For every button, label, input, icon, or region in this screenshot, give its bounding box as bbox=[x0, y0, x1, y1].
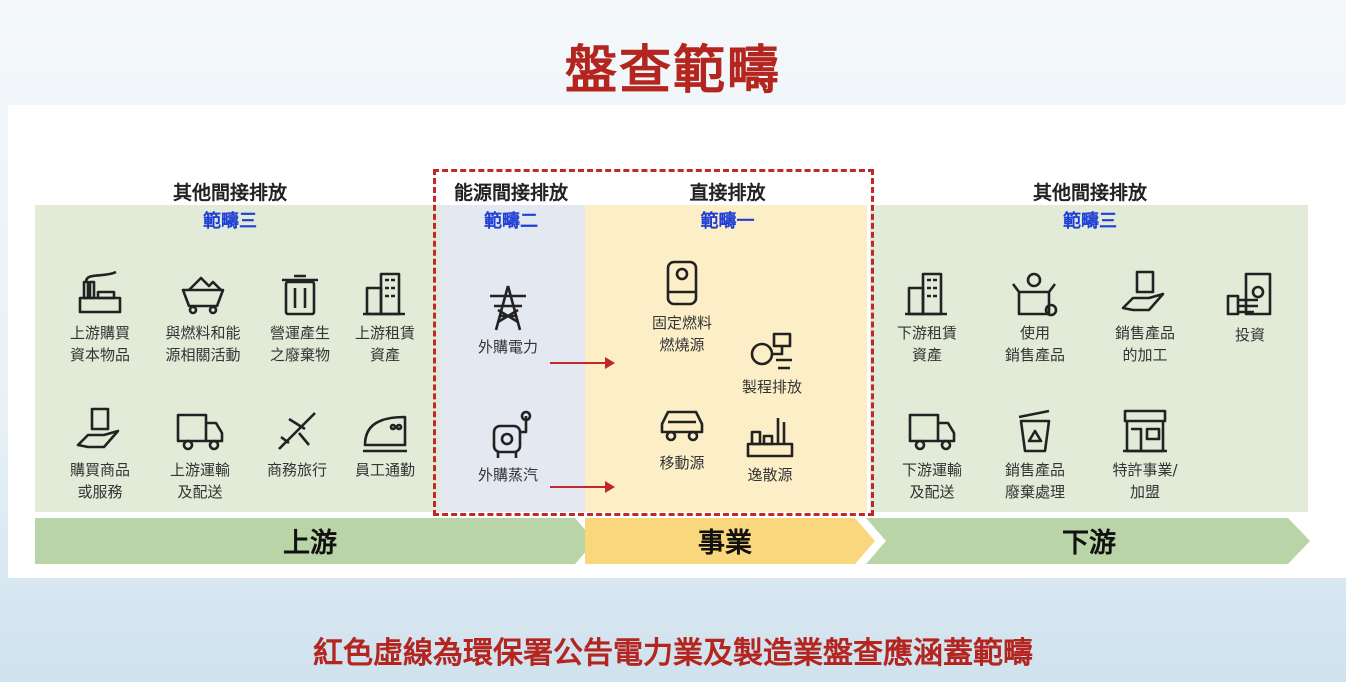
item-label: 下游租賃 資產 bbox=[896, 324, 957, 364]
upstream-item: 上游租賃 資產 bbox=[335, 268, 435, 366]
item-label: 外購蒸汽 bbox=[477, 466, 538, 484]
downstream-item: 銷售產品 的加工 bbox=[1095, 268, 1195, 366]
item-label: 製程排放 bbox=[741, 378, 802, 396]
scope1-header: 直接排放 bbox=[689, 182, 766, 204]
item-label: 商務旅行 bbox=[266, 461, 327, 479]
electricity-arrow bbox=[550, 357, 615, 369]
upstream-item: 營運產生 之廢棄物 bbox=[250, 268, 350, 366]
value-chain-arrows bbox=[35, 518, 1310, 564]
upstream-item: 上游運輸 及配送 bbox=[150, 405, 250, 503]
downstream-flow-label: 下游 bbox=[1062, 528, 1116, 559]
scope1-label: 範疇一 bbox=[700, 211, 755, 232]
downstream-item: 下游運輸 及配送 bbox=[882, 405, 982, 503]
item-label: 外購電力 bbox=[477, 338, 538, 356]
process-icon bbox=[750, 332, 792, 370]
mine-cart-icon bbox=[181, 276, 225, 315]
downstream-item: 投資 bbox=[1200, 270, 1300, 346]
upstream-header: 其他間接排放 bbox=[172, 182, 287, 204]
item-label: 逸散源 bbox=[747, 466, 793, 484]
footnote: 紅色虛線為環保署公告電力業及製造業盤查應涵蓋範疇 bbox=[313, 636, 1033, 671]
downstream-header: 其他間接排放 bbox=[1032, 182, 1147, 204]
scope1-item: 逸散源 bbox=[720, 410, 820, 486]
recycle-bin-icon bbox=[1018, 409, 1051, 453]
scope1-item: 固定燃料 燃燒源 bbox=[632, 258, 732, 356]
scope1-area bbox=[585, 205, 867, 512]
business-flow-label: 事業 bbox=[698, 528, 752, 559]
box-idea-icon bbox=[1011, 272, 1058, 317]
downstream-item: 下游租賃 資產 bbox=[877, 268, 977, 366]
business-arrow bbox=[585, 518, 875, 564]
item-label: 投資 bbox=[1234, 326, 1265, 344]
page-title: 盤查範疇 bbox=[564, 40, 781, 101]
building-icon bbox=[363, 272, 405, 316]
downstream-item: 銷售產品 廢棄處理 bbox=[985, 405, 1085, 503]
truck-icon bbox=[176, 413, 224, 451]
upstream-item: 購買商品 或服務 bbox=[50, 405, 150, 503]
train-icon bbox=[363, 415, 407, 453]
boiler-icon bbox=[666, 260, 698, 306]
upstream-scope3-area bbox=[35, 205, 440, 512]
trash-can-icon bbox=[282, 274, 318, 316]
hand-package-icon bbox=[1121, 270, 1165, 312]
regulated-scope-dashed-border bbox=[433, 169, 874, 516]
item-label: 特許事業/ 加盟 bbox=[1112, 461, 1178, 501]
item-label: 使用 銷售產品 bbox=[1004, 324, 1065, 364]
item-label: 上游運輸 及配送 bbox=[169, 461, 230, 501]
store-icon bbox=[1123, 409, 1167, 453]
scope2-header: 能源間接排放 bbox=[453, 182, 568, 204]
upstream-scope-label: 範疇三 bbox=[203, 211, 257, 232]
steam-boiler-icon bbox=[492, 410, 532, 458]
item-label: 上游購買 資本物品 bbox=[69, 324, 130, 364]
scope2-area bbox=[440, 205, 585, 512]
upstream-item: 商務旅行 bbox=[247, 405, 347, 481]
upstream-arrow bbox=[35, 518, 595, 564]
power-tower-icon bbox=[490, 285, 526, 331]
car-icon bbox=[660, 410, 704, 442]
downstream-scope3-area bbox=[870, 205, 1308, 512]
upstream-flow-label: 上游 bbox=[283, 528, 337, 559]
item-label: 下游運輸 及配送 bbox=[901, 461, 962, 501]
fugitive-icon bbox=[746, 418, 794, 458]
item-label: 上游租賃 資產 bbox=[354, 324, 415, 364]
investment-icon bbox=[1226, 272, 1272, 316]
scope2-item: 外購電力 bbox=[458, 282, 558, 358]
scope2-label: 範疇二 bbox=[484, 211, 538, 232]
item-label: 固定燃料 燃燒源 bbox=[651, 314, 712, 354]
factory-icon bbox=[78, 270, 122, 314]
upstream-item: 員工通勤 bbox=[335, 405, 435, 481]
scope1-item: 製程排放 bbox=[722, 322, 822, 398]
truck-icon bbox=[908, 413, 956, 451]
building-icon bbox=[905, 272, 947, 316]
scope1-item: 移動源 bbox=[632, 398, 732, 474]
item-label: 營運產生 之廢棄物 bbox=[269, 324, 330, 364]
downstream-item: 特許事業/ 加盟 bbox=[1095, 405, 1195, 503]
downstream-item: 使用 銷售產品 bbox=[985, 268, 1085, 366]
downstream-scope-label: 範疇三 bbox=[1063, 211, 1117, 232]
item-label: 購買商品 或服務 bbox=[69, 461, 130, 501]
downstream-arrow bbox=[866, 518, 1310, 564]
item-label: 員工通勤 bbox=[354, 461, 415, 479]
upstream-item: 上游購買 資本物品 bbox=[50, 268, 150, 366]
item-label: 移動源 bbox=[659, 454, 705, 472]
airplane-icon bbox=[278, 412, 316, 450]
scope2-item: 外購蒸汽 bbox=[458, 410, 558, 486]
item-label: 銷售產品 的加工 bbox=[1114, 324, 1175, 364]
steam-arrow bbox=[550, 481, 615, 493]
item-label: 與燃料和能 源相關活動 bbox=[165, 324, 241, 364]
upstream-item: 與燃料和能 源相關活動 bbox=[153, 268, 253, 366]
hand-package-icon bbox=[76, 407, 120, 449]
item-label: 銷售產品 廢棄處理 bbox=[1004, 461, 1065, 501]
